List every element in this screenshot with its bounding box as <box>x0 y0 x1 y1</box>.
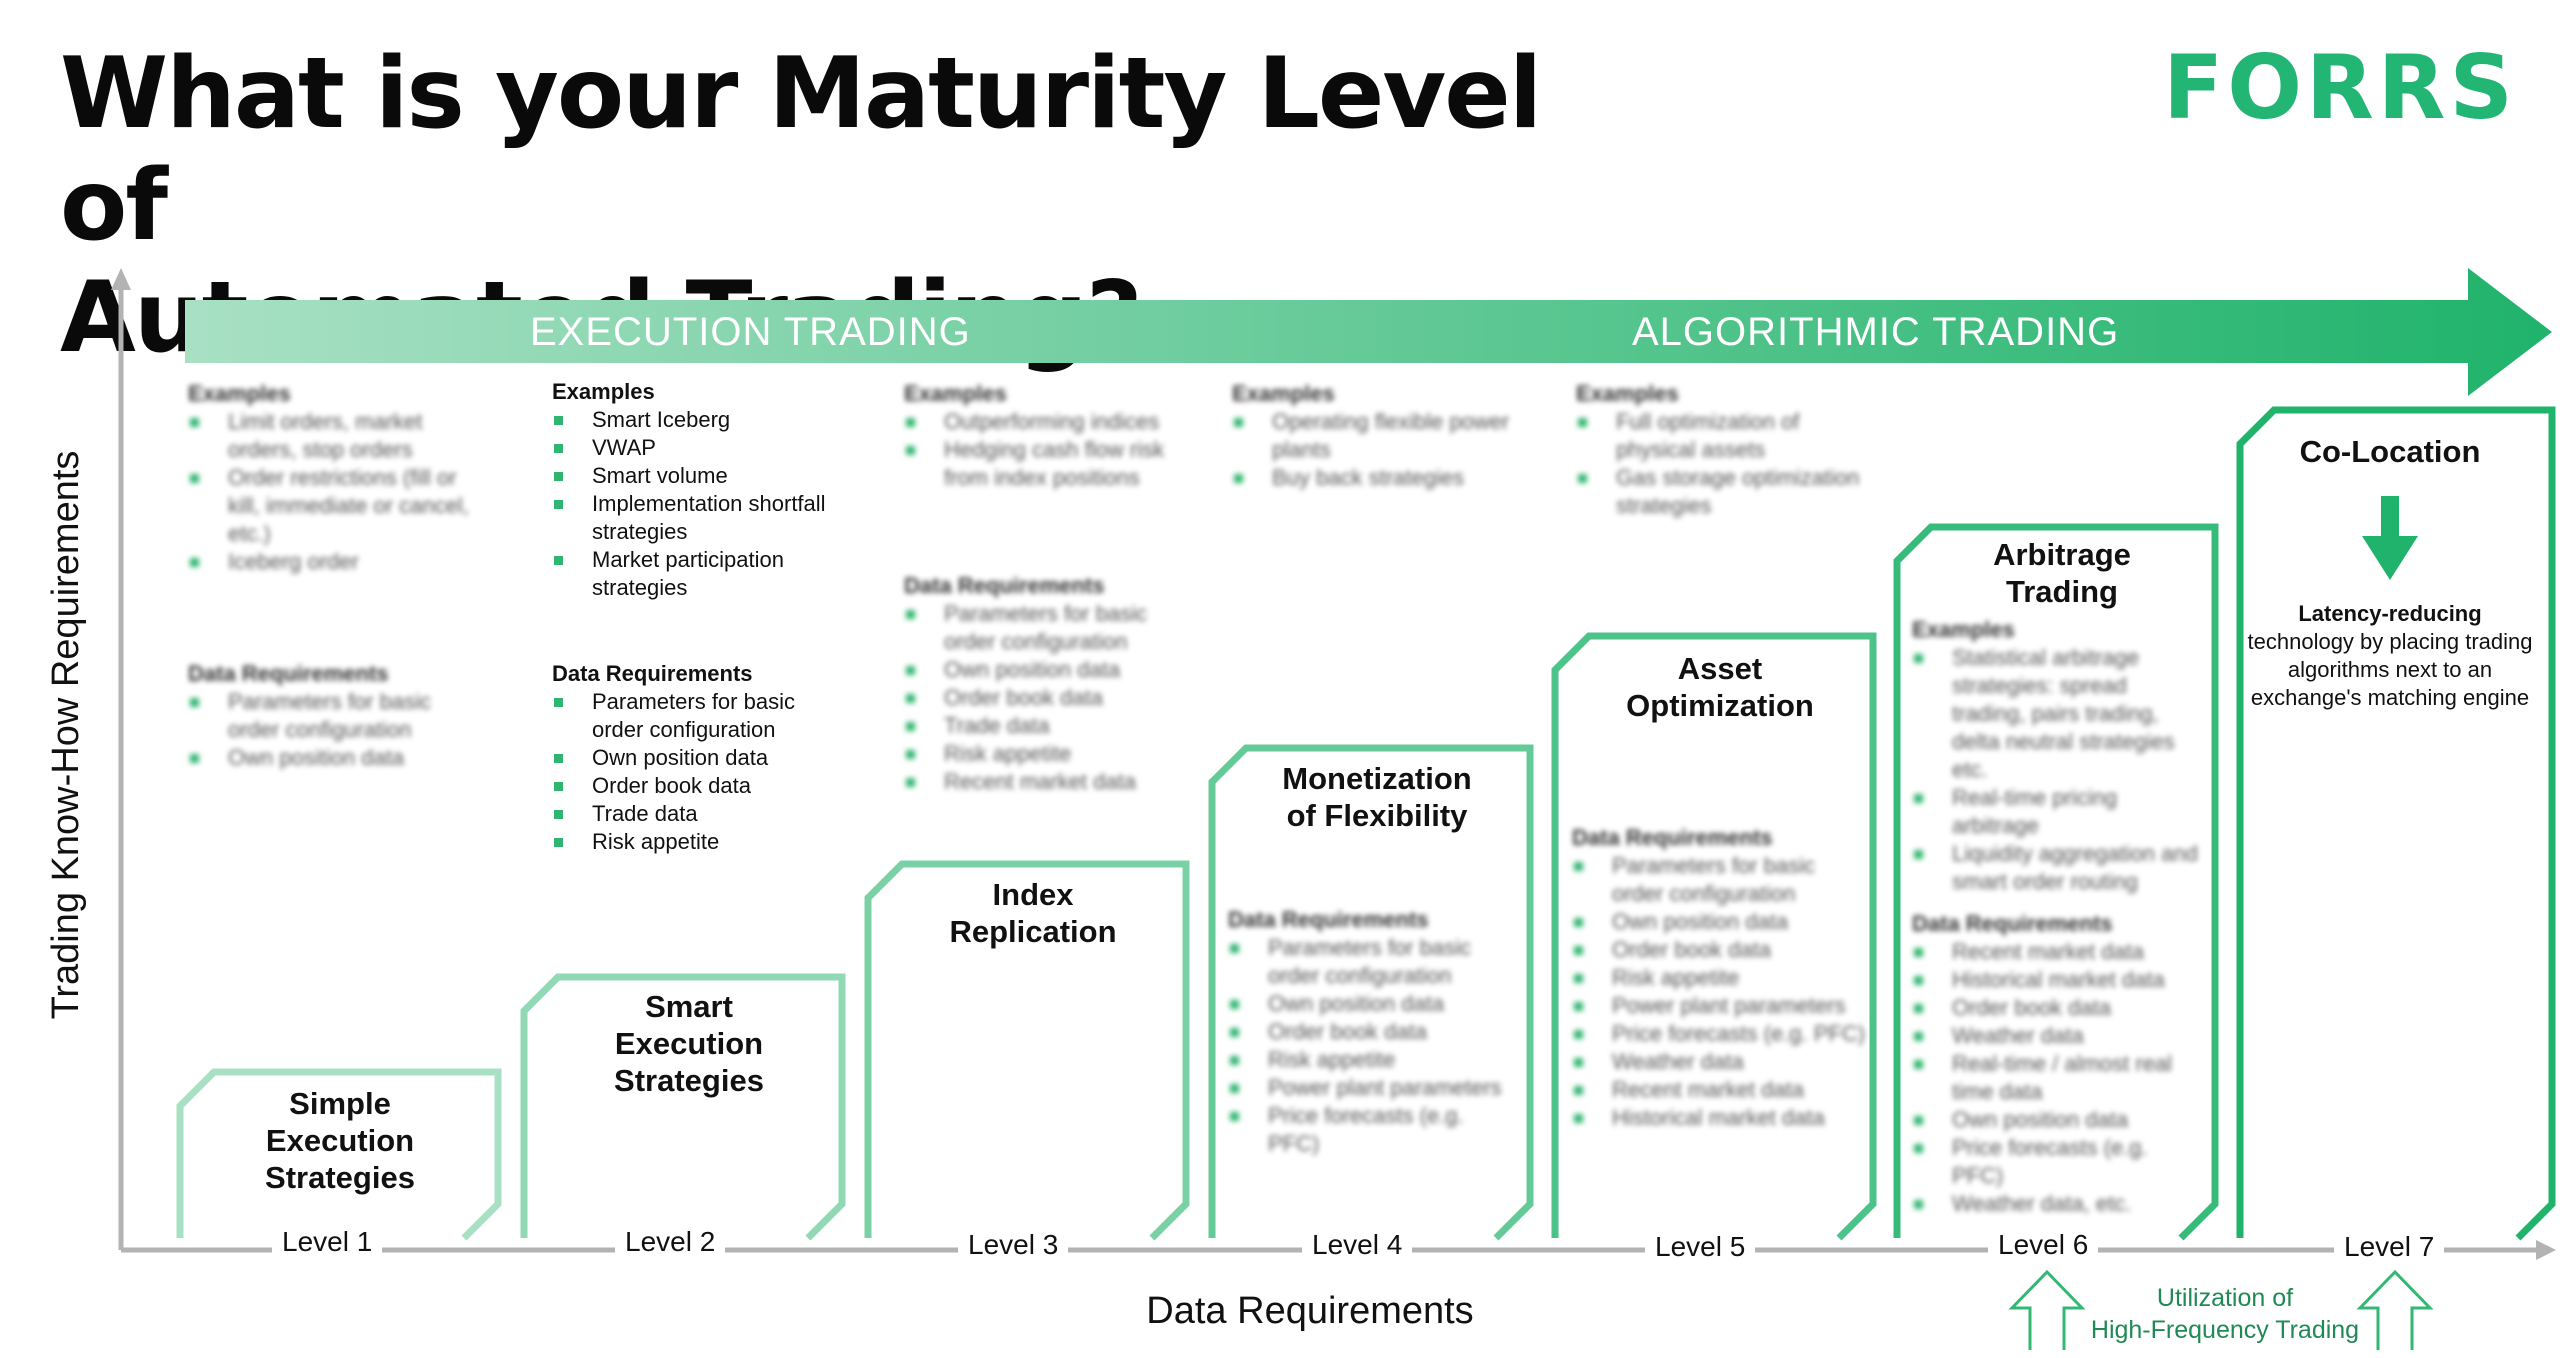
level-2-data-requirements: Data Requirements Parameters for basic o… <box>552 660 832 868</box>
level-7-step <box>2236 406 2556 1241</box>
level-5-step <box>1551 632 1877 1241</box>
x-axis-label: Data Requirements <box>1146 1290 1474 1332</box>
level-6-examples: Examples Statistical arbitrage strategie… <box>1912 616 2202 908</box>
level-1-label: Level 1 <box>272 1225 383 1259</box>
level-1-examples: Examples Limit orders, market orders, st… <box>188 380 488 588</box>
level-3-examples: Examples Outperforming indices Hedging c… <box>904 380 1184 504</box>
level-1-step <box>176 1068 502 1241</box>
level-4-step <box>1208 744 1534 1241</box>
level-3-data-requirements: Data Requirements Parameters for basic o… <box>904 572 1184 808</box>
down-arrow-icon <box>2362 496 2418 580</box>
colocation-description: Latency-reducing technology by placing t… <box>2240 600 2540 712</box>
hft-line-2: High-Frequency Trading <box>2090 1316 2360 1344</box>
level-4-examples: Examples Operating flexible power plants… <box>1232 380 1512 504</box>
level-6-step <box>1893 523 2219 1241</box>
level-6-label: Level 6 <box>1988 1228 2099 1262</box>
level-2-examples: Examples Smart Iceberg VWAP Smart volume… <box>552 378 832 614</box>
trading-band-arrow <box>185 268 2552 396</box>
level-2-step <box>520 973 846 1241</box>
hft-note: Utilization of High-Frequency Trading <box>2060 1282 2390 1346</box>
level-5-examples: Examples Full optimization of physical a… <box>1576 380 1866 532</box>
algorithmic-trading-label: ALGORITHMIC TRADING <box>1632 310 2120 354</box>
level-7-title: Co-Location <box>2299 434 2481 469</box>
title-line-1: What is your Maturity Level of <box>60 37 1542 263</box>
level-1-examples-list: Limit orders, market orders, stop orders… <box>188 408 488 576</box>
x-axis-arrowhead <box>2536 1240 2556 1260</box>
y-axis-label: Trading Know-How Requirements <box>45 450 87 1020</box>
level-5-label: Level 5 <box>1645 1230 1756 1264</box>
level-3-label: Level 3 <box>958 1228 1069 1262</box>
hft-up-arrow-left <box>2008 1269 2086 1350</box>
forrs-logo: FORRS <box>2163 40 2517 139</box>
execution-trading-label: EXECUTION TRADING <box>530 310 971 354</box>
level-7-label: Level 7 <box>2334 1230 2445 1264</box>
logo-text: FORRS <box>2163 40 2517 139</box>
hft-up-arrow-right <box>2356 1269 2434 1350</box>
colocation-bold: Latency-reducing <box>2298 601 2482 626</box>
colocation-text: technology by placing trading algorithms… <box>2247 629 2533 710</box>
level-5-data-requirements: Data Requirements Parameters for basic o… <box>1572 824 1872 1144</box>
level-3-step <box>864 860 1190 1241</box>
hft-line-1: Utilization of <box>2156 1284 2294 1312</box>
level-6-data-requirements: Data Requirements Recent market data His… <box>1912 910 2202 1230</box>
level-steps <box>176 406 2556 1241</box>
level-4-label: Level 4 <box>1302 1228 1413 1262</box>
level-2-label: Level 2 <box>615 1225 726 1259</box>
y-axis-arrowhead <box>111 268 131 290</box>
level-4-data-requirements: Data Requirements Parameters for basic o… <box>1228 906 1518 1170</box>
level-1-data-requirements: Data Requirements Parameters for basic o… <box>188 660 488 784</box>
